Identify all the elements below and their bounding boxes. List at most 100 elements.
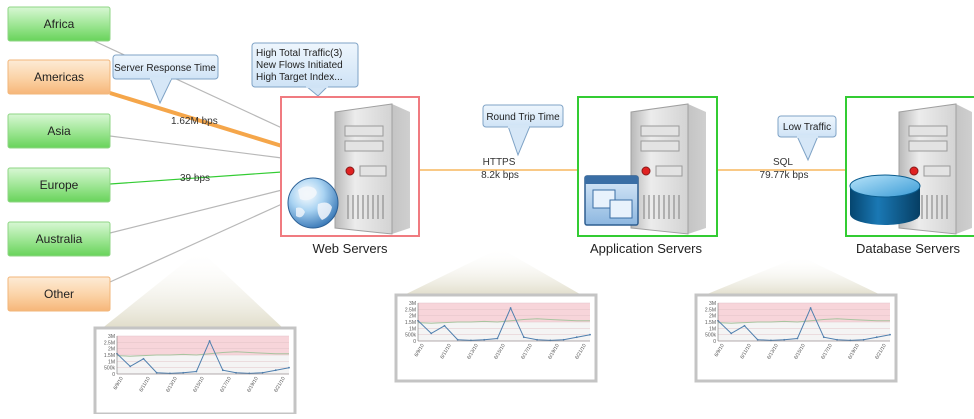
callout-round-trip-text: Round Trip Time xyxy=(486,112,560,123)
application-server-node[interactable] xyxy=(577,96,718,237)
y-tick-label: 2.5M xyxy=(705,307,716,313)
region-links xyxy=(91,39,283,283)
traffic-point xyxy=(862,338,865,341)
traffic-point xyxy=(743,324,746,327)
traffic-point xyxy=(195,370,198,373)
callout-low-traffic-text: Low Traffic xyxy=(783,122,831,133)
y-tick-label: 500k xyxy=(705,333,716,339)
link-australia xyxy=(109,189,283,234)
traffic-point xyxy=(509,307,512,309)
server-tower-icon xyxy=(334,103,410,235)
y-tick-label: 1M xyxy=(409,326,416,332)
y-tick-label: 1M xyxy=(709,326,716,332)
application-servers-label: Application Servers xyxy=(590,241,702,256)
plot-background xyxy=(117,355,289,374)
globe-icon xyxy=(287,177,339,229)
y-tick-label: 3M xyxy=(709,301,716,307)
chart-spotlight-db xyxy=(700,256,885,297)
web-server-node[interactable] xyxy=(280,96,420,237)
europe-traffic-label: 39 bps xyxy=(180,173,210,184)
region-europe[interactable]: Europe xyxy=(7,167,111,203)
callout-alert-line-1: High Total Traffic(3) xyxy=(256,48,342,59)
sql-rate-label: 79.77k bps xyxy=(760,170,809,181)
region-africa-label: Africa xyxy=(44,17,75,31)
americas-traffic-label: 1.62M bps xyxy=(171,116,218,127)
region-other[interactable]: Other xyxy=(7,276,111,312)
y-tick-label: 500k xyxy=(104,366,115,372)
alarm-band xyxy=(418,303,590,322)
traffic-point xyxy=(456,338,459,341)
region-asia[interactable]: Asia xyxy=(7,113,111,149)
traffic-point xyxy=(483,338,486,341)
link-asia xyxy=(109,135,283,159)
traffic-point xyxy=(562,338,565,341)
region-africa[interactable]: Africa xyxy=(7,6,111,42)
traffic-point xyxy=(730,332,733,335)
traffic-point xyxy=(536,338,538,341)
traffic-point xyxy=(129,365,132,368)
database-server-node[interactable] xyxy=(845,96,974,237)
callout-round-trip-time[interactable]: Round Trip Time xyxy=(482,104,564,157)
traffic-point xyxy=(875,336,878,339)
traffic-series-line xyxy=(116,339,290,374)
traffic-point xyxy=(182,371,185,374)
plot-background xyxy=(418,322,590,341)
traffic-point xyxy=(783,338,786,341)
traffic-point xyxy=(522,336,525,339)
traffic-point xyxy=(836,338,838,341)
sql-protocol-label: SQL xyxy=(773,157,793,168)
threshold-series-line xyxy=(717,318,890,324)
callout-alert-line-3: High Target Index... xyxy=(256,72,343,83)
region-asia-label: Asia xyxy=(47,124,71,138)
y-tick-label: 2M xyxy=(409,314,416,320)
database-servers-label: Database Servers xyxy=(856,241,961,256)
chart-spotlight-web xyxy=(100,250,285,330)
y-tick-label: 1M xyxy=(108,359,115,365)
link-europe xyxy=(109,171,283,185)
y-tick-label: 2M xyxy=(709,314,716,320)
y-tick-label: 1.5M xyxy=(405,320,416,326)
link-americas xyxy=(109,91,283,148)
callout-web-alerts[interactable]: High Total Traffic(3) New Flows Initiate… xyxy=(251,42,359,97)
traffic-point xyxy=(575,336,578,339)
region-australia[interactable]: Australia xyxy=(7,221,111,257)
traffic-point xyxy=(274,369,277,372)
web-servers-label: Web Servers xyxy=(313,241,388,256)
y-tick-label: 1.5M xyxy=(705,320,716,326)
y-tick-label: 0 xyxy=(413,339,416,345)
callout-server-response-time[interactable]: Server Response Time xyxy=(112,54,219,105)
callout-server-response-text: Server Response Time xyxy=(114,63,216,74)
y-tick-label: 0 xyxy=(713,339,716,345)
y-tick-label: 2.5M xyxy=(405,307,416,313)
https-rate-label: 8.2k bps xyxy=(481,170,519,181)
callout-alert-line-2: New Flows Initiated xyxy=(256,60,343,71)
application-window-icon xyxy=(584,175,639,226)
y-tick-label: 0 xyxy=(112,372,115,378)
traffic-point xyxy=(589,333,591,336)
traffic-point xyxy=(443,324,446,327)
server-tower-icon xyxy=(630,103,706,235)
alarm-band xyxy=(117,336,289,355)
y-tick-label: 2.5M xyxy=(104,340,115,346)
region-other-label: Other xyxy=(44,287,74,301)
link-other xyxy=(109,203,283,283)
traffic-point xyxy=(889,333,891,336)
traffic-point xyxy=(756,338,759,341)
threshold-series-line xyxy=(417,318,590,324)
region-americas[interactable]: Americas xyxy=(7,59,111,95)
region-australia-label: Australia xyxy=(36,232,83,246)
region-europe-label: Europe xyxy=(40,178,79,192)
callout-low-traffic[interactable]: Low Traffic xyxy=(777,115,837,162)
threshold-series-line xyxy=(116,351,289,357)
traffic-series-line xyxy=(417,306,591,341)
traffic-point xyxy=(822,336,825,339)
chart-spotlight-app xyxy=(400,248,585,297)
plot-background xyxy=(718,322,890,341)
https-protocol-label: HTTPS xyxy=(483,157,516,168)
alarm-band xyxy=(718,303,890,322)
y-tick-label: 3M xyxy=(108,334,115,340)
